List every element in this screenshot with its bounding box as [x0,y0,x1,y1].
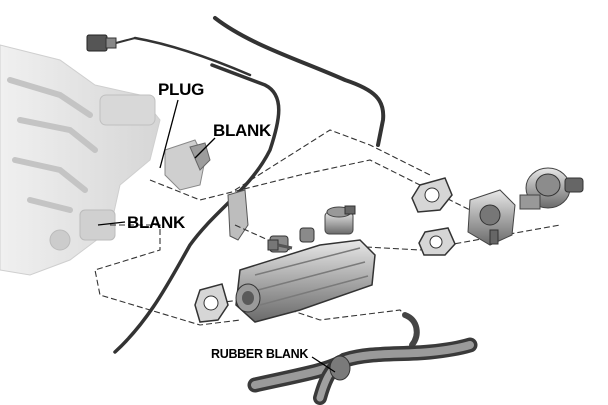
egr-actuator [324,205,356,235]
coolant-hose-small [402,312,420,348]
gasket-middle-right [418,227,456,256]
rubber-blank-label: RUBBER BLANK [211,347,309,361]
blank-left-label: BLANK [127,213,185,232]
vacuum-hose [113,16,386,354]
egr-flange-adapter [467,189,516,246]
gasket-upper-right [411,177,453,213]
coolant-hose [247,337,478,405]
egr-cooler [235,227,376,323]
intake-manifold [0,44,161,276]
blank-top-label: BLANK [213,121,271,140]
egr-bracket [227,189,249,241]
vacuum-connector [86,34,136,52]
gasket-left [194,283,229,323]
manifold-blank-flange [164,139,211,191]
bolt [267,239,293,251]
egr-valve [519,167,584,210]
callout-pointers [97,99,336,373]
plug-label: PLUG [158,80,205,99]
